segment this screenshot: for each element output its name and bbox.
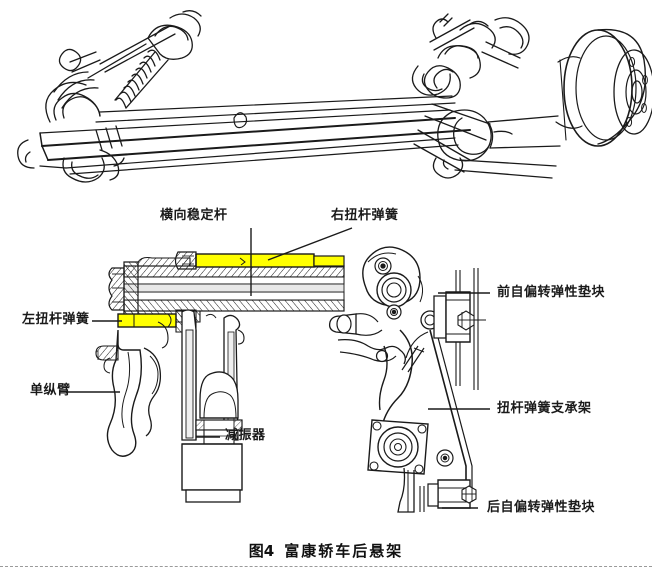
left-torsion-bar-spring-highlight bbox=[117, 313, 177, 328]
figure-caption-number: 图4 bbox=[248, 542, 275, 560]
label-torsion-bar-spring-bracket: 扭杆弹簧支承架 bbox=[497, 401, 592, 416]
figure-caption: 图4 富康轿车后悬架 bbox=[0, 540, 652, 561]
label-right-torsion-bar-spring: 右扭杆弹簧 bbox=[331, 208, 399, 223]
single-trailing-arm-body bbox=[106, 329, 143, 457]
stabilizer-bar-highlight bbox=[195, 253, 315, 268]
shock-absorber-body bbox=[181, 309, 245, 503]
cross-member-section bbox=[95, 251, 345, 503]
front-self-steer-elastic-pad-part bbox=[433, 291, 486, 343]
label-stabilizer-bar: 横向稳定杆 bbox=[160, 208, 228, 223]
leader-lines bbox=[66, 227, 490, 509]
label-front-self-steer-elastic-pad: 前自偏转弹性垫块 bbox=[497, 285, 606, 300]
page-bottom-divider bbox=[0, 566, 652, 567]
leader-right-torsion-bar-spring bbox=[267, 227, 353, 261]
label-single-trailing-arm: 单纵臂 bbox=[30, 383, 71, 398]
label-rear-self-steer-elastic-pad: 后自偏转弹性垫块 bbox=[487, 500, 596, 515]
rear-self-steer-elastic-pad-part bbox=[419, 479, 477, 512]
figure-caption-text: 富康轿车后悬架 bbox=[284, 542, 404, 560]
torsion-bar-bracket-assembly bbox=[328, 246, 486, 513]
torsion-bar-bracket-rod bbox=[429, 329, 467, 500]
label-left-torsion-bar-spring: 左扭杆弹簧 bbox=[22, 312, 90, 327]
label-shock-absorber: 减振器 bbox=[225, 428, 266, 443]
